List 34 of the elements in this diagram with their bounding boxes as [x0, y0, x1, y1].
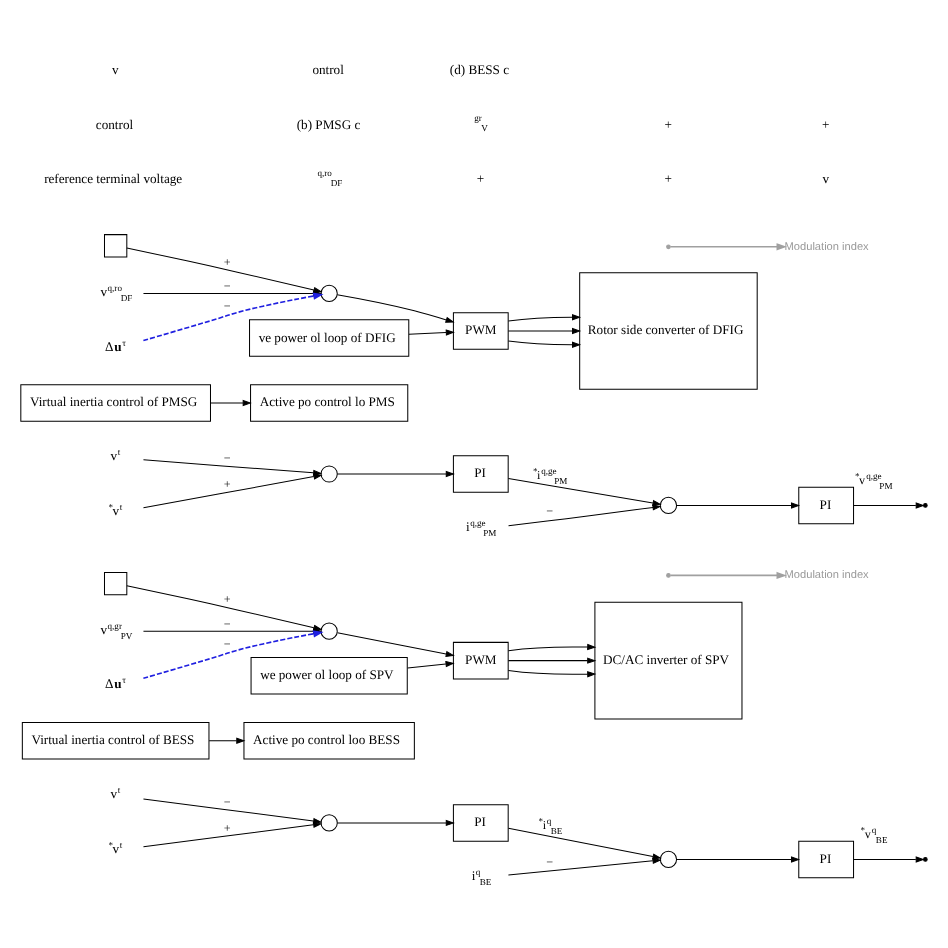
arrow [507, 827, 662, 860]
arrow [669, 571, 787, 580]
node-circle [320, 814, 338, 832]
node-box [104, 234, 128, 258]
arrow [507, 478, 662, 507]
node-circle [320, 284, 338, 303]
arrow [336, 294, 455, 323]
arrow [407, 660, 455, 669]
node-circle [659, 850, 678, 869]
arrow [508, 504, 662, 527]
arrow [853, 856, 925, 863]
arrow [142, 473, 323, 509]
arrow [408, 329, 455, 336]
node-box [104, 571, 128, 596]
arrow [507, 657, 597, 664]
arrow [507, 643, 597, 652]
node-circle [320, 465, 338, 483]
arrow [208, 737, 246, 744]
arrow [507, 340, 582, 348]
arrow [336, 470, 455, 478]
arrow [336, 632, 455, 658]
arrow [669, 243, 787, 251]
arrow [142, 821, 323, 848]
node-circle [320, 622, 338, 640]
arrow [676, 856, 801, 863]
arrow [507, 327, 582, 335]
node-circle [659, 496, 678, 515]
arrow [507, 314, 582, 322]
arrow [676, 502, 801, 509]
arrow [507, 670, 597, 678]
arrow [507, 857, 662, 876]
arrow [336, 819, 455, 827]
arrow [210, 399, 252, 407]
arrow [853, 502, 925, 509]
